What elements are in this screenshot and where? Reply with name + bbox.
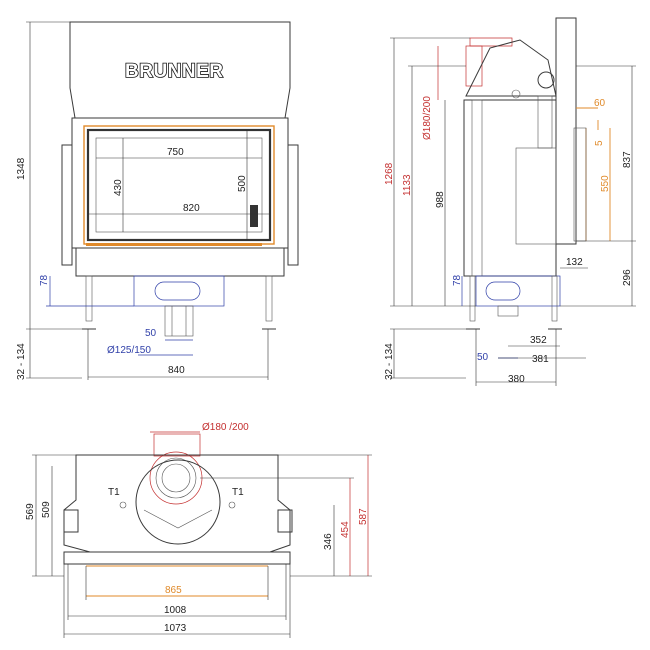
front-left-panel xyxy=(61,144,73,266)
dim-1008: 1008 xyxy=(164,605,187,616)
dim-454: 454 xyxy=(340,521,351,538)
front-view: BRUNNER 1348 32 - 134 xyxy=(16,21,299,380)
dim-569: 569 xyxy=(25,503,36,520)
front-leg-right xyxy=(265,275,273,322)
dim-381: 381 xyxy=(532,354,549,365)
top-t1-left: T1 xyxy=(108,487,120,498)
dim-346: 346 xyxy=(323,533,334,550)
dim-296: 296 xyxy=(622,269,633,286)
dim-adjust-range: 32 - 134 xyxy=(16,343,27,380)
dim-side-adjust: 32 - 134 xyxy=(384,343,395,380)
dim-509: 509 xyxy=(41,501,52,518)
dim-side-50: 50 xyxy=(477,352,489,363)
door-glass-outer xyxy=(86,128,272,242)
dim-820: 820 xyxy=(183,203,200,214)
top-front-plate xyxy=(63,551,291,565)
dim-132: 132 xyxy=(566,257,583,268)
dim-side-flue: Ø180/200 xyxy=(422,96,433,140)
dim-78: 78 xyxy=(39,274,50,286)
dim-865: 865 xyxy=(165,585,182,596)
dim-837: 837 xyxy=(622,151,633,168)
dim-1073: 1073 xyxy=(164,623,187,634)
door-glass-inner xyxy=(95,137,263,233)
dim-1268: 1268 xyxy=(384,162,395,185)
side-back-panel xyxy=(555,17,577,245)
air-inlet xyxy=(154,281,201,301)
dim-380: 380 xyxy=(508,374,525,385)
front-leg-left xyxy=(85,275,93,322)
brand-logo: BRUNNER xyxy=(125,61,224,82)
side-air-inlet xyxy=(485,281,521,301)
dim-1133: 1133 xyxy=(402,174,413,196)
side-flue-top xyxy=(469,37,513,47)
top-left-bracket xyxy=(63,509,79,533)
top-right-bracket xyxy=(277,509,293,533)
air-box xyxy=(133,275,225,307)
top-housing xyxy=(63,454,291,553)
front-body xyxy=(71,117,289,249)
side-counterweight xyxy=(537,71,555,89)
door-handle xyxy=(250,205,258,227)
dim-430: 430 xyxy=(113,179,124,196)
dim-60: 60 xyxy=(594,98,606,109)
side-pivot xyxy=(511,89,521,99)
dim-50-front: 50 xyxy=(145,328,157,339)
side-view: Ø180/200 1268 1133 988 78 32 - 134 60 5 … xyxy=(384,17,636,386)
side-body xyxy=(463,99,557,277)
front-base xyxy=(75,247,285,277)
dim-840: 840 xyxy=(168,365,185,376)
top-view: T1 T1 Ø180 /200 569 509 346 454 587 865 xyxy=(25,422,372,638)
dim-988: 988 xyxy=(435,191,446,208)
flue-pipe xyxy=(164,305,194,337)
dim-1348: 1348 xyxy=(16,157,27,180)
dim-587: 587 xyxy=(358,508,369,525)
dim-550: 550 xyxy=(600,175,611,192)
dim-top-flue: Ø180 /200 xyxy=(202,422,249,433)
dim-750: 750 xyxy=(167,147,184,158)
dim-5: 5 xyxy=(594,140,605,146)
top-chamber xyxy=(135,459,221,545)
side-air-box xyxy=(475,275,561,307)
top-t1-right: T1 xyxy=(232,487,244,498)
dim-352: 352 xyxy=(530,335,547,346)
dim-500: 500 xyxy=(237,175,248,192)
dim-side-78: 78 xyxy=(452,274,463,286)
front-base-strip xyxy=(86,243,262,246)
front-right-panel xyxy=(287,144,299,266)
side-door xyxy=(515,147,557,245)
dim-flue-diameter: Ø125/150 xyxy=(107,345,151,356)
